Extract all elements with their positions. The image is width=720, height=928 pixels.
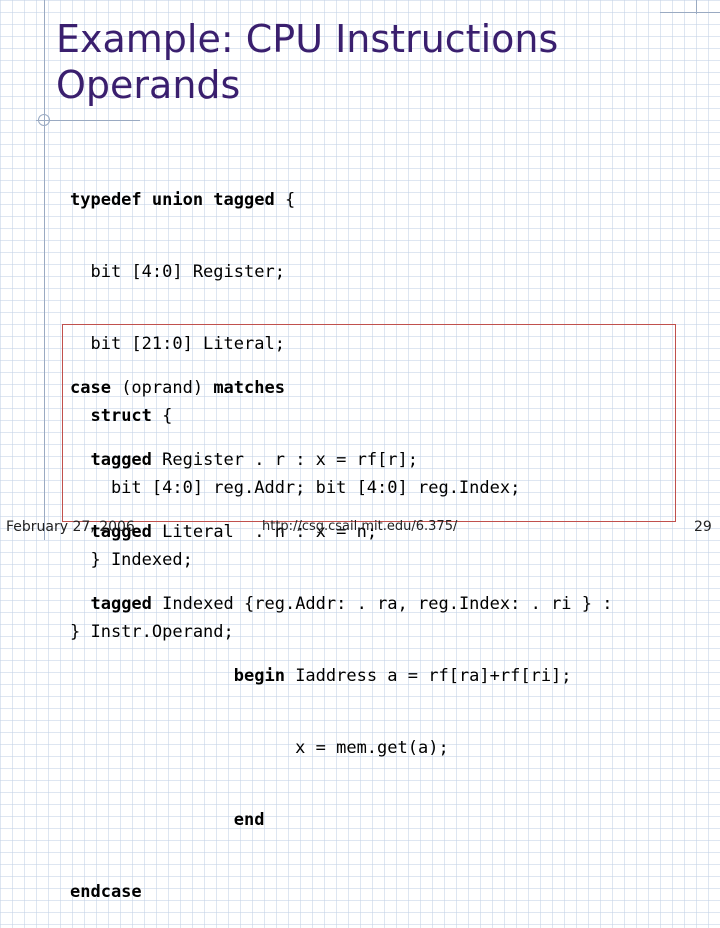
code-keyword: begin (233, 666, 285, 686)
code-line: typedef union tagged { (70, 188, 520, 212)
code-keyword: tagged (90, 522, 152, 542)
code-keyword: typedef union tagged (70, 190, 275, 210)
code-text: Indexed {reg.Addr: . ra, reg.Index: . ri… (151, 594, 613, 614)
footer-url[interactable]: http://csg.csail.mit.edu/6.375/ (262, 519, 458, 534)
code-indent (70, 594, 90, 614)
decorative-circle (38, 114, 50, 126)
code-line: tagged Literal . n : x = n; (70, 520, 612, 544)
code-line: x = mem.get(a); (70, 738, 449, 758)
code-text: (oprand) (110, 378, 214, 398)
decorative-corner-horizontal-line (660, 12, 720, 13)
code-indent (70, 810, 234, 830)
code-keyword: struct (90, 406, 152, 426)
code-line: end (70, 808, 612, 832)
code-line: bit [4:0] reg.Addr; bit [4:0] reg.Index; (70, 478, 521, 498)
code-line: struct { (70, 404, 520, 428)
code-text: Register . r : x = rf[r]; (151, 450, 419, 470)
decorative-vertical-line (44, 0, 45, 540)
code-line: bit [21:0] Literal; (70, 334, 285, 354)
code-keyword: matches (213, 378, 285, 398)
slide-page-number: 29 (694, 519, 712, 535)
case-code-block: case (oprand) matches tagged Register . … (70, 328, 612, 928)
code-keyword: tagged (90, 594, 152, 614)
code-line: bit [4:0] Register; (70, 262, 285, 282)
decorative-horizontal-line (36, 120, 140, 121)
code-text: { (274, 190, 296, 210)
slide-title-line-2: Operands (56, 63, 241, 107)
case-code-frame (62, 324, 676, 522)
code-line: tagged Indexed {reg.Addr: . ra, reg.Inde… (70, 592, 612, 616)
code-keyword: end (233, 810, 265, 830)
code-indent (70, 666, 234, 686)
code-line: endcase (70, 880, 612, 904)
code-text: Iaddress a = rf[ra]+rf[ri]; (284, 666, 572, 686)
footer-date: February 27, 2006 (6, 519, 135, 535)
code-line: tagged Register . r : x = rf[r]; (70, 448, 612, 472)
decorative-corner-vertical-line (696, 0, 697, 14)
code-keyword: endcase (70, 882, 142, 902)
code-text: { (151, 406, 173, 426)
code-line: begin Iaddress a = rf[ra]+rf[ri]; (70, 664, 612, 688)
slide-title-line-1: Example: CPU Instructions (56, 17, 559, 61)
code-text: Literal . n : x = n; (151, 522, 378, 542)
code-line: case (oprand) matches (70, 376, 612, 400)
code-indent (70, 450, 90, 470)
code-keyword: case (70, 378, 111, 398)
code-keyword: tagged (90, 450, 152, 470)
slide-title: Example: CPU Instructions Operands (56, 16, 558, 108)
